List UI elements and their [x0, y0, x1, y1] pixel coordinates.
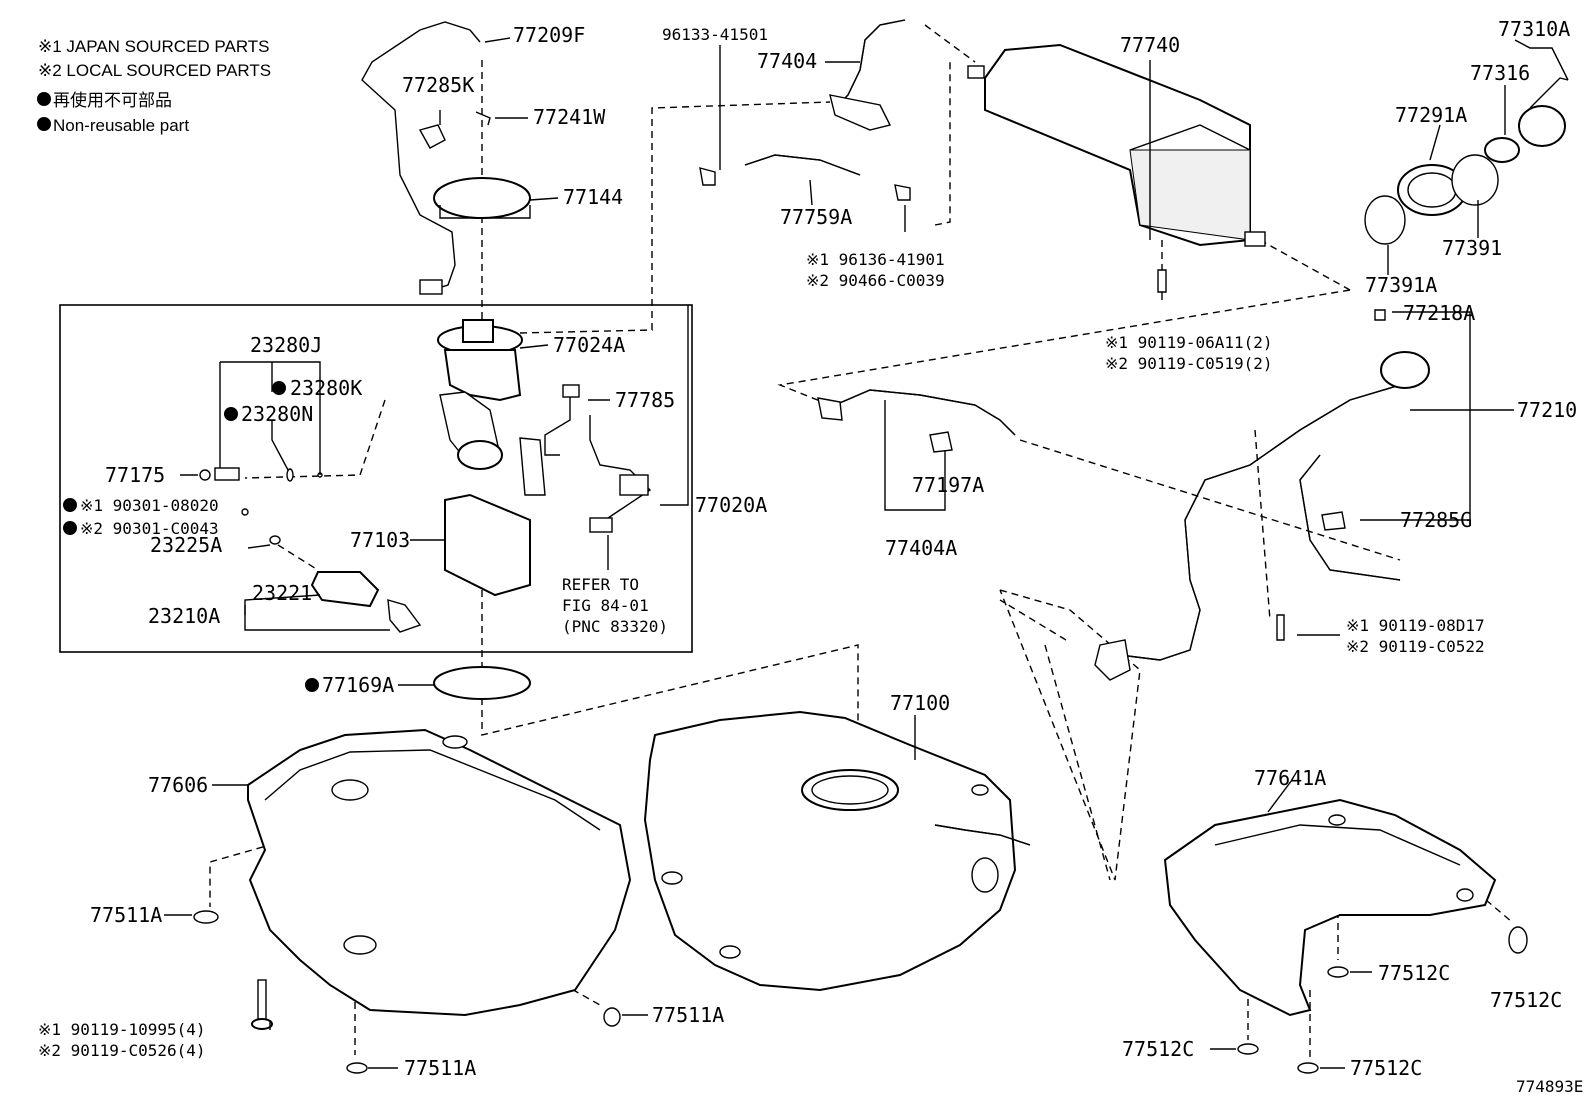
label-77197A: 77197A: [912, 473, 984, 497]
harness-77785: [544, 384, 652, 533]
label-refer-pnc: (PNC 83320): [562, 617, 668, 636]
label-77209F: 77209F: [513, 23, 585, 47]
label-77316: 77316: [1470, 61, 1530, 85]
label-77512C-right: 77512C: [1490, 988, 1562, 1012]
label-77511A-right: 77511A: [652, 1003, 724, 1027]
protector-77641A: [1163, 798, 1497, 1017]
leader-lines: [164, 37, 1569, 1069]
label-96136-41901: ※1 96136-41901: [806, 250, 945, 269]
label-90119-C0526: ※2 90119-C0526(4): [38, 1041, 206, 1060]
label-77391A: 77391A: [1365, 273, 1437, 297]
label-77169A: 77169A: [322, 673, 394, 697]
label-77291A: 77291A: [1395, 103, 1467, 127]
marker-90301-C0043: [63, 521, 77, 535]
gasket-77391: [1451, 154, 1499, 206]
fuel-cap-77310A: [1484, 77, 1569, 163]
label-77740: 77740: [1120, 33, 1180, 57]
label-77606: 77606: [148, 773, 208, 797]
label-77512C-bottom: 77512C: [1350, 1056, 1422, 1080]
label-90119-C0519: ※2 90119-C0519(2): [1105, 354, 1273, 373]
bolt-90119-06A11: [1157, 269, 1167, 293]
marker-23280N: [224, 407, 238, 421]
fuel-pump-module-77024A: [437, 319, 523, 470]
label-23225A: 23225A: [150, 533, 222, 557]
label-23280N: 23280N: [241, 402, 313, 426]
label-77641A: 77641A: [1254, 766, 1326, 790]
marker-77169A: [305, 678, 319, 692]
hose-77759A: [699, 154, 911, 201]
hose-77404: [829, 19, 906, 131]
label-77404: 77404: [757, 49, 817, 73]
label-77310A: 77310A: [1498, 17, 1570, 41]
label-90119-06A11: ※1 90119-06A11(2): [1105, 333, 1273, 352]
label-77285G: 77285G: [1400, 508, 1472, 532]
label-77285K: 77285K: [402, 73, 474, 97]
label-90119-10995: ※1 90119-10995(4): [38, 1020, 206, 1039]
label-90301-08020: ※1 90301-08020: [80, 496, 219, 515]
clip-77285K: [418, 124, 446, 149]
label-90119-08D17: ※1 90119-08D17: [1346, 616, 1485, 635]
retainer-ring-77144: [433, 177, 531, 219]
label-90466-C0039: ※2 90466-C0039: [806, 271, 945, 290]
canister-77740: [967, 43, 1266, 247]
label-77024A: 77024A: [553, 333, 625, 357]
label-77391: 77391: [1442, 236, 1502, 260]
label-77512C-mid: 77512C: [1378, 961, 1450, 985]
pump-23221: [310, 571, 422, 633]
label-77404A: 77404A: [885, 536, 957, 560]
fuel-tank-77100: [643, 710, 1031, 992]
grommets: [193, 910, 1528, 1074]
gasket-77391A: [1364, 195, 1406, 245]
hose-77404A: [817, 389, 1016, 436]
part-labels: 77209F 77285K 77241W 77144 96133-41501 7…: [38, 17, 1583, 1096]
label-refer-to: REFER TO: [562, 575, 639, 594]
filter-77103: [444, 493, 531, 597]
label-23280K: 23280K: [290, 376, 362, 400]
label-23221: 23221: [252, 581, 312, 605]
label-90119-C0522: ※2 90119-C0522: [1346, 637, 1485, 656]
marker-90301-08020: [63, 498, 77, 512]
legend-nonreusable-jp: ● 再使用不可部品: [38, 90, 172, 110]
fuel-pump-assembly-box: [59, 304, 693, 653]
label-77785: 77785: [615, 388, 675, 412]
retainer-77241W: [475, 111, 491, 126]
protector-77606: [247, 728, 632, 1017]
legend: ※1 JAPAN SOURCED PARTS ※2 LOCAL SOURCED …: [38, 37, 271, 135]
label-77511A-left: 77511A: [90, 903, 162, 927]
filler-pipe-77210: [1094, 309, 1430, 681]
legend-local: ※2 LOCAL SOURCED PARTS: [38, 61, 271, 80]
label-96133-41501: 96133-41501: [662, 25, 768, 44]
sender-wire-77209F: [361, 21, 481, 295]
marker-23280K: [272, 381, 286, 395]
filler-ring-77291A: [1397, 164, 1467, 216]
bolt-90119-10995: [251, 979, 273, 1030]
clamp-77197A: [929, 431, 953, 453]
legend-japan: ※1 JAPAN SOURCED PARTS: [38, 37, 270, 56]
gasket-77169A: [433, 666, 531, 700]
label-77512C-left: 77512C: [1122, 1037, 1194, 1061]
label-77175: 77175: [105, 463, 165, 487]
figure-id: 774893E: [1516, 1077, 1583, 1096]
bolt-90119-08D17: [1276, 614, 1285, 641]
label-77210: 77210: [1517, 398, 1577, 422]
label-77759A: 77759A: [780, 205, 852, 229]
label-77100: 77100: [890, 691, 950, 715]
legend-nonreusable-en: ● Non-reusable part: [38, 116, 189, 135]
label-23280J: 23280J: [250, 333, 322, 357]
label-23210A: 23210A: [148, 604, 220, 628]
label-90301-C0043: ※2 90301-C0043: [80, 519, 219, 538]
label-refer-fig: FIG 84-01: [562, 596, 649, 615]
label-77218A: 77218A: [1403, 301, 1475, 325]
clip-77285G: [1321, 511, 1346, 531]
label-77241W: 77241W: [533, 105, 606, 129]
label-77020A: 77020A: [695, 493, 767, 517]
sender-bracket: [519, 437, 546, 496]
label-77103: 77103: [350, 528, 410, 552]
label-77144: 77144: [563, 185, 623, 209]
label-77511A-bottom: 77511A: [404, 1056, 476, 1080]
nonreusable-markers: [37, 92, 319, 692]
